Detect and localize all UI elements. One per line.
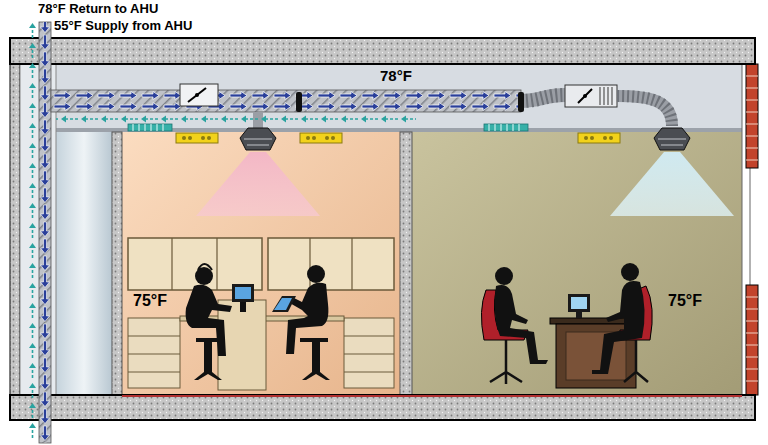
supply-riser	[39, 22, 51, 443]
floor-slab	[10, 395, 755, 420]
temperature-label: 75°F	[668, 292, 702, 310]
temperature-label: 78°F Return to AHU	[38, 2, 158, 17]
return-arrows	[56, 114, 416, 124]
office-desks	[128, 300, 394, 390]
return-grille	[128, 124, 172, 131]
vav-box	[180, 84, 218, 106]
supply-duct	[51, 90, 521, 112]
overhead-cabinets	[128, 238, 394, 290]
light-fixture	[578, 133, 620, 143]
flex-duct	[617, 96, 672, 126]
return-arrows	[28, 22, 37, 443]
partition	[112, 132, 122, 395]
vav-box	[565, 85, 617, 107]
brick-wall	[746, 64, 758, 395]
column	[56, 132, 112, 395]
temperature-label: 55°F Supply from AHU	[54, 19, 192, 34]
supply-arrows	[52, 90, 520, 112]
flex-duct	[521, 95, 565, 101]
light-cone	[610, 152, 734, 216]
light-fixture	[300, 133, 342, 143]
office-worker	[186, 264, 254, 380]
temperature-label: 75°F	[133, 292, 167, 310]
flex-duct	[521, 95, 565, 101]
supply-arrows	[39, 22, 51, 443]
right-office	[412, 132, 742, 395]
office-worker	[495, 267, 548, 364]
light-fixture	[176, 133, 218, 143]
ceiling-diffuser	[654, 128, 690, 150]
partition	[400, 132, 412, 395]
duct-hanger	[296, 92, 302, 112]
roof-slab	[10, 38, 755, 64]
office-worker	[592, 263, 645, 374]
left-office	[122, 132, 400, 395]
floor-finish	[122, 395, 742, 397]
light-cone	[196, 152, 320, 216]
ceiling-diffuser	[240, 128, 276, 150]
return-grille	[484, 124, 528, 131]
outer-wall	[10, 64, 20, 395]
temperature-label: 78°F	[380, 67, 412, 84]
office-worker	[272, 265, 330, 380]
duct-hanger	[518, 92, 524, 112]
flex-duct	[617, 96, 672, 126]
